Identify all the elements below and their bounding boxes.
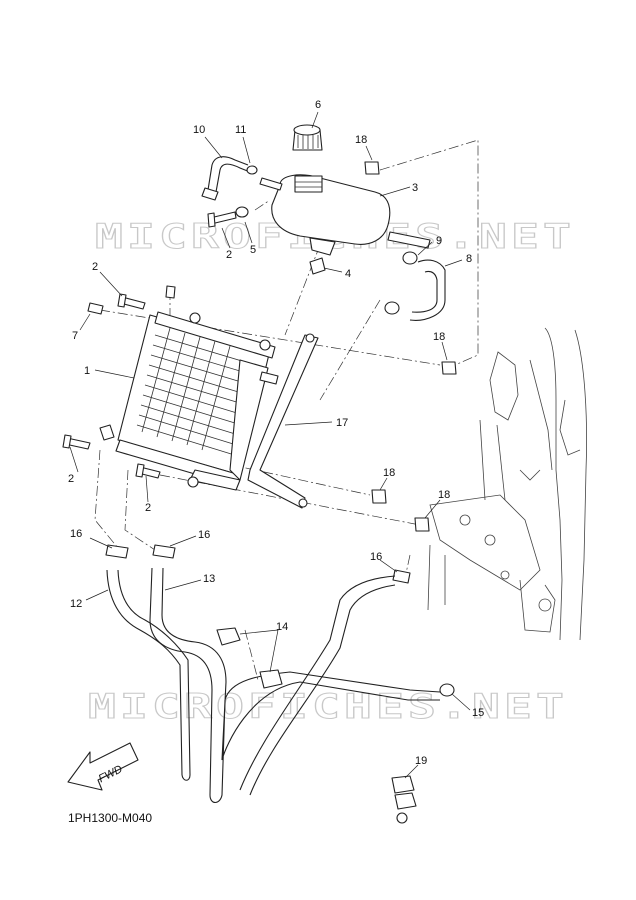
overflow-hose [207, 156, 251, 193]
radiator-bracket [247, 333, 319, 509]
callout-2-tank: 2 [226, 249, 232, 261]
callout-19: 19 [415, 755, 427, 767]
small-fitting [165, 285, 176, 299]
callout-14: 14 [276, 621, 288, 633]
bolt-tank [207, 211, 237, 228]
clip-14-upper [216, 627, 241, 646]
clip-11 [246, 165, 258, 175]
hose-right-upper [239, 575, 396, 796]
callout-7: 7 [72, 330, 78, 342]
callout-1: 1 [84, 365, 90, 377]
callout-8: 8 [466, 253, 472, 265]
callout-18-b: 18 [433, 331, 445, 343]
radiator [99, 311, 276, 491]
callout-2-lower-left: 2 [68, 473, 74, 485]
clamp-9 [402, 251, 418, 265]
callouts: 6 10 11 18 3 2 5 4 9 8 2 7 1 18 17 2 2 1… [68, 99, 484, 767]
clip-19 [391, 775, 417, 824]
callout-2-upper-left: 2 [92, 261, 98, 273]
leader-lines [69, 111, 471, 779]
nut-4 [309, 257, 326, 275]
clamp-8-lower [384, 301, 400, 315]
collar-18-a [364, 161, 380, 175]
bolt-2-lower-mid [135, 463, 161, 479]
part-code: 1PH1300-M040 [68, 811, 152, 825]
radiator-fins [136, 327, 263, 458]
callout-10: 10 [193, 124, 205, 136]
hose-13 [149, 567, 441, 804]
callout-13: 13 [203, 573, 215, 585]
clamp-16-mid [152, 544, 176, 559]
clamp-16-right [392, 569, 411, 584]
clamp-16-left [105, 544, 129, 559]
callout-16-left: 16 [70, 528, 82, 540]
hose-12 [106, 569, 191, 776]
callout-2-lower-mid: 2 [145, 502, 151, 514]
callout-9: 9 [436, 235, 442, 247]
callout-16-mid: 16 [198, 529, 210, 541]
bolt-7 [87, 302, 104, 315]
callout-6: 6 [315, 99, 321, 111]
watermark-bottom: MICROFICHES.NET [88, 687, 568, 727]
clamp-15 [439, 683, 455, 697]
collar-18-d [414, 517, 430, 532]
callout-16-right: 16 [370, 551, 382, 563]
collar-18-c [371, 489, 387, 504]
bolt-2-upper-left [117, 293, 146, 310]
callout-18-c: 18 [383, 467, 395, 479]
overflow-hose-end [201, 187, 219, 201]
callout-15: 15 [472, 707, 484, 719]
clip-14-lower [259, 669, 283, 689]
hose-12-bottom [181, 774, 191, 781]
collar-18-b [441, 361, 457, 375]
callout-12: 12 [70, 598, 82, 610]
washer-5 [235, 206, 249, 218]
callout-17: 17 [336, 417, 348, 429]
frame-outline [427, 327, 587, 641]
reservoir-cap [292, 124, 323, 151]
callout-5: 5 [250, 244, 256, 256]
callout-3: 3 [412, 182, 418, 194]
reservoir-tank [259, 174, 431, 256]
hose-8 [409, 259, 446, 321]
callout-18-d: 18 [438, 489, 450, 501]
callout-4: 4 [345, 268, 351, 280]
fwd-arrow: FWD [67, 742, 139, 791]
bolt-2-lower-left [62, 434, 91, 450]
callout-18-a: 18 [355, 134, 367, 146]
callout-11: 11 [235, 124, 246, 136]
